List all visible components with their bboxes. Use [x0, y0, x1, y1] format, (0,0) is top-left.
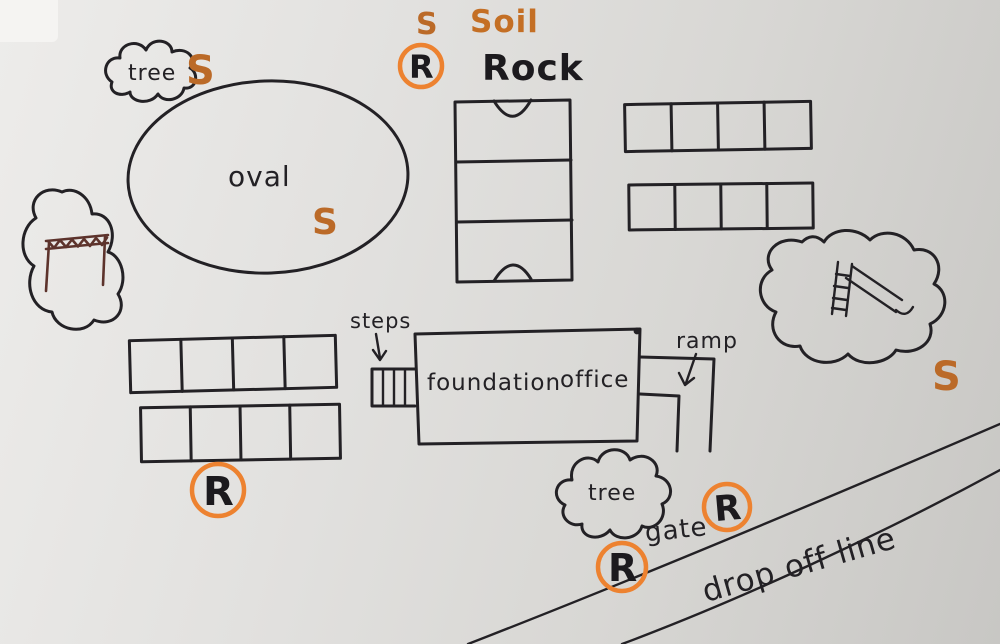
court-outline [453, 98, 574, 284]
gate-label: gate [644, 512, 709, 548]
tree-cloud-outline [554, 448, 672, 540]
tree-bottom-label: tree [588, 481, 636, 506]
playground-left-outline [21, 188, 125, 331]
s-marker-tree: S [186, 48, 215, 94]
classroom-block-left-1 [127, 333, 339, 395]
oval-field: oval [126, 79, 410, 275]
court-third-line-1 [454, 158, 573, 164]
s-marker-playground: S [932, 354, 961, 400]
legend: S Soil R Rock [397, 4, 584, 90]
r-gate-ring [701, 481, 753, 533]
tree-top-label: tree [128, 61, 176, 86]
classroom-block-left-2 [139, 402, 342, 464]
drop-off-label: drop off line [698, 520, 900, 610]
foundation-office: foundation office steps ramp [350, 309, 738, 453]
office-label: office [560, 367, 629, 393]
s-marker-legend: S [416, 7, 438, 42]
steps-label: steps [350, 309, 411, 333]
steps-lines [381, 367, 407, 408]
court-arc-top [492, 98, 533, 118]
ramp-arrow-icon [677, 352, 698, 387]
court-third-line-2 [455, 218, 574, 224]
r-marker-classrooms: R [203, 469, 234, 515]
classroom-dividers [188, 403, 293, 463]
r-road-ring [595, 540, 649, 594]
r-marker-road: R [608, 546, 637, 590]
classroom-block-top-right-2 [627, 181, 815, 232]
playground-right-outline [758, 229, 947, 365]
road-line-upper [466, 422, 1000, 644]
soil-label: Soil [470, 4, 539, 40]
tree-cloud-bottom: tree [554, 448, 672, 540]
sports-court [453, 98, 574, 284]
r-marker-road-group: R [595, 540, 649, 594]
r-classrooms-ring [189, 461, 247, 519]
classroom-dividers [669, 100, 767, 153]
ramp-label: ramp [676, 329, 738, 354]
oval-outline [126, 79, 410, 275]
office-corner-dot [633, 327, 641, 335]
ramp-outline-inner [638, 392, 681, 453]
classroom-dividers [673, 182, 769, 231]
office-outline [413, 327, 642, 446]
playground-right [758, 229, 947, 365]
court-arc-bottom [492, 263, 533, 283]
white-corner-patch [0, 0, 58, 42]
tree-cloud-outline [104, 39, 198, 103]
ramp-outline-outer [638, 355, 716, 453]
classroom-block-top-right-1 [623, 99, 813, 154]
monkey-bars-drawing [44, 233, 110, 293]
rock-label: Rock [482, 48, 584, 89]
classroom-dividers [179, 335, 287, 393]
playground-left [21, 188, 125, 331]
r-marker-legend: R [409, 48, 434, 86]
steps-arrow-icon [371, 332, 388, 362]
slide-drawing [830, 260, 915, 318]
r-legend-ring [397, 42, 445, 90]
s-marker-oval: S [312, 202, 338, 243]
r-marker-classrooms-group: R [189, 461, 247, 519]
tree-cloud-top-left: tree [104, 39, 198, 103]
r-marker-gate-group: R [701, 481, 753, 533]
foundation-label: foundation [427, 370, 561, 396]
oval-label: oval [228, 160, 291, 193]
road-line-lower [620, 468, 1000, 644]
r-marker-gate: R [712, 488, 742, 530]
